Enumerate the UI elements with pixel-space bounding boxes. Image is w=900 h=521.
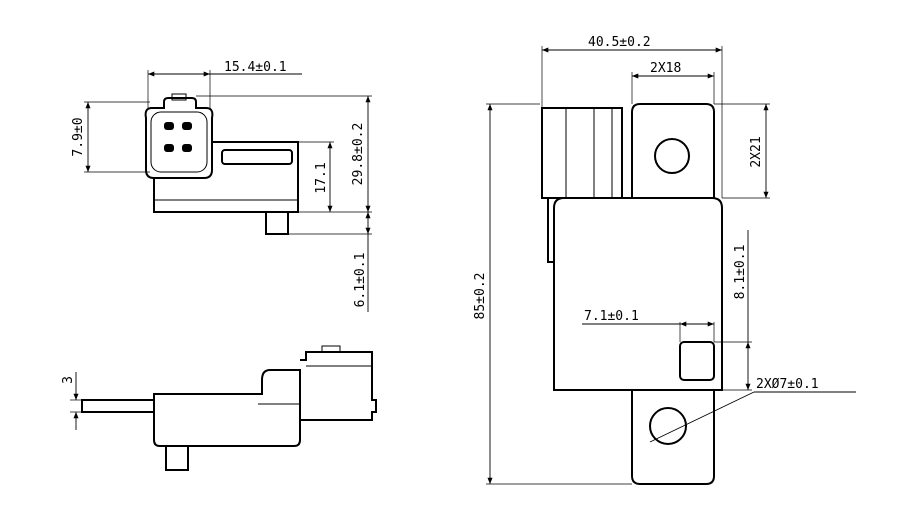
side-body bbox=[153, 369, 301, 447]
side-flange bbox=[547, 198, 554, 263]
side-stub bbox=[165, 445, 189, 471]
dim-connector-height: 7.9±0 bbox=[71, 117, 86, 156]
dim-tab-thickness: 3 bbox=[61, 376, 76, 384]
front-body bbox=[553, 197, 723, 391]
indicator-window bbox=[679, 341, 715, 381]
side-view: 3 bbox=[61, 345, 377, 471]
dim-bracket-width: 2X18 bbox=[650, 61, 681, 76]
dim-overall-length: 85±0.2 bbox=[473, 273, 488, 320]
dim-body-height: 17.1 bbox=[314, 162, 329, 193]
side-connector bbox=[300, 351, 377, 421]
hole-leader bbox=[649, 391, 755, 443]
mount-stub bbox=[265, 211, 289, 235]
front-view: 40.5±0.2 2X18 85±0.2 2X21 8.1±0.1 7.1±0.… bbox=[473, 35, 856, 485]
pin-cavity bbox=[164, 144, 174, 152]
connector-latch bbox=[171, 93, 187, 101]
bottom-mount-hole bbox=[649, 407, 687, 445]
mounting-tab bbox=[81, 399, 155, 413]
dim-hole-vertical-offset: 8.1±0.1 bbox=[733, 245, 748, 300]
dim-hole-horizontal-offset: 7.1±0.1 bbox=[584, 309, 639, 324]
pin-cavity bbox=[182, 122, 192, 130]
connector-face bbox=[150, 111, 208, 173]
dim-total-height: 29.8±0.2 bbox=[351, 123, 366, 186]
top-mount-hole bbox=[654, 138, 690, 174]
label-window bbox=[221, 149, 293, 165]
dim-bracket-height: 2X21 bbox=[749, 136, 764, 167]
front-connector bbox=[541, 107, 623, 199]
bottom-bracket bbox=[631, 390, 715, 485]
dim-connector-offset: 15.4±0.1 bbox=[224, 60, 287, 75]
top-view: 15.4±0.1 7.9±0 29.8±0.2 17.1 6.1±0.1 bbox=[71, 60, 372, 312]
dim-stub-length: 6.1±0.1 bbox=[353, 253, 368, 308]
dim-hole-diameter: 2XØ7±0.1 bbox=[756, 377, 819, 392]
pin-cavity bbox=[164, 122, 174, 130]
pin-cavity bbox=[182, 144, 192, 152]
dim-overall-width: 40.5±0.2 bbox=[588, 35, 651, 50]
connector-housing bbox=[144, 97, 214, 179]
connector-latch bbox=[321, 345, 341, 352]
top-bracket bbox=[631, 103, 715, 198]
